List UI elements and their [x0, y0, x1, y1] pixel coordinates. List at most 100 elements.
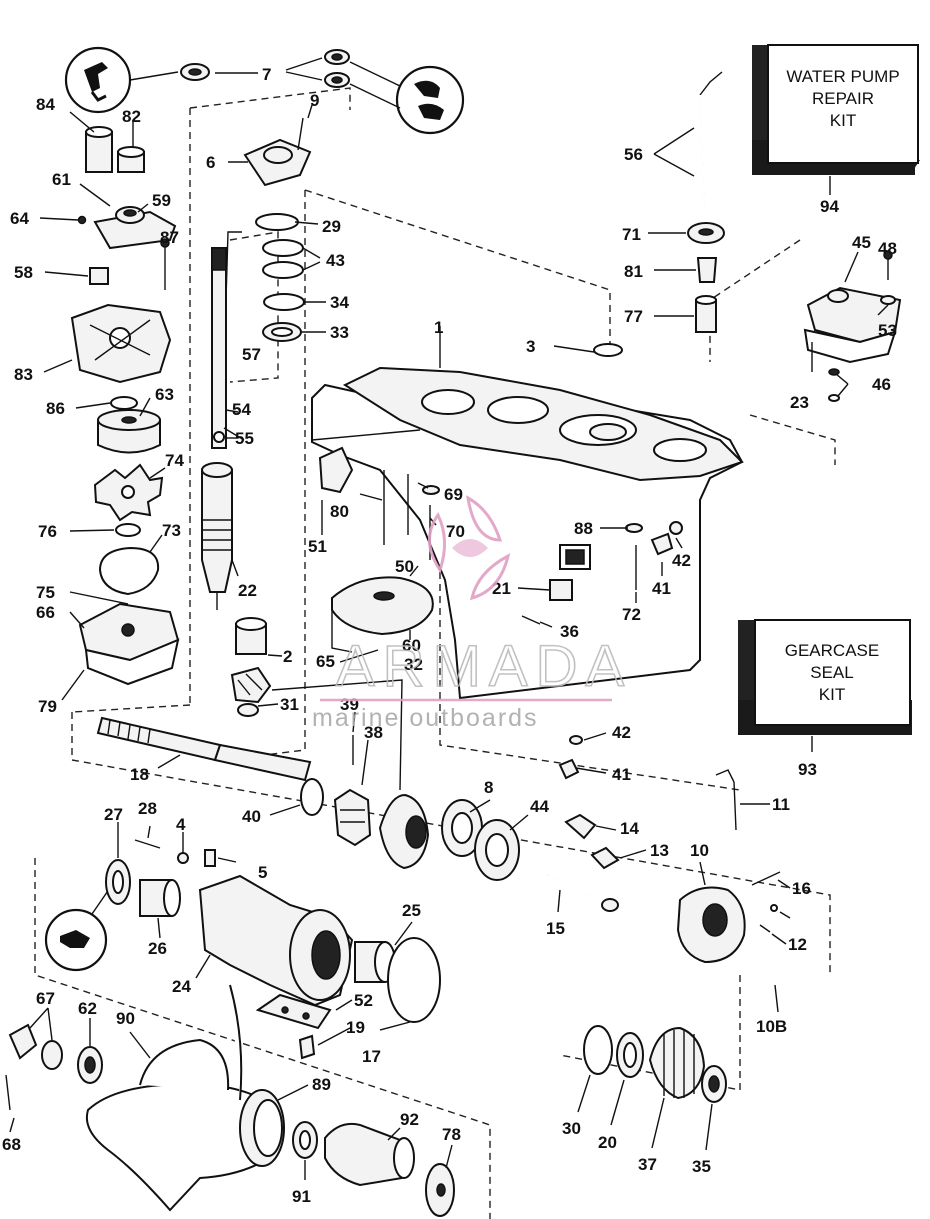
water-pump-kit-line3: KIT [830, 111, 856, 130]
callout-83: 83 [14, 365, 33, 384]
part-78-thrust-washer [425, 1163, 455, 1217]
callout-80: 80 [330, 502, 349, 521]
callout-34: 34 [330, 293, 349, 312]
part-83-pump-base [70, 303, 172, 384]
part-29-o-ring [255, 213, 299, 231]
part-51-anode [318, 446, 354, 494]
part-40-clutch-dog-spring [300, 778, 324, 816]
part-38-clutch-dog [333, 788, 372, 847]
water-pump-kit-box: WATER PUMP REPAIR KIT 94 [752, 44, 920, 216]
part-45-53-23-cover-assembly [803, 250, 902, 364]
part-61-59-pump-housing-top [93, 206, 177, 250]
callout-91: 91 [292, 1187, 311, 1206]
callout-84: 84 [36, 95, 55, 114]
callout-30: 30 [562, 1119, 581, 1138]
part-14-13-shift-parts [564, 813, 620, 870]
callout-18: 18 [130, 765, 149, 784]
part-17-o-ring [387, 937, 441, 1023]
gearcase-seal-kit-box: GEARCASE SEAL KIT 93 [738, 619, 912, 779]
callout-10B: 10B [756, 1017, 787, 1036]
armada-watermark: ARMADA marine outboards [312, 495, 625, 732]
callout-73: 73 [162, 521, 181, 540]
callout-92: 92 [400, 1110, 419, 1129]
part-80-70-72-bolts [383, 470, 643, 590]
part-54-55-pin-and-clip [213, 427, 245, 443]
part-8-44-thrust-washers [441, 799, 520, 881]
callout-72: 72 [622, 605, 641, 624]
callout-57: 57 [242, 345, 261, 364]
callout-71: 71 [622, 225, 641, 244]
callout-65: 65 [316, 652, 335, 671]
callout-1: 1 [434, 318, 443, 337]
callout-3: 3 [526, 337, 535, 356]
callout-42-upper: 42 [672, 551, 691, 570]
callout-56: 56 [624, 145, 643, 164]
callout-28: 28 [138, 799, 157, 818]
callout-62: 62 [78, 999, 97, 1018]
part-16-49-12-10B-pins [751, 871, 781, 1013]
callout-78: 78 [442, 1125, 461, 1144]
callout-61: 61 [52, 170, 71, 189]
callout-45: 45 [852, 233, 871, 252]
water-pump-kit-line2: REPAIR [812, 89, 874, 108]
callout-55: 55 [235, 429, 254, 448]
part-18-propeller-shaft [96, 716, 312, 782]
part-62-spacer [77, 1046, 103, 1084]
callout-31: 31 [280, 695, 299, 714]
part-27-seal [105, 859, 131, 905]
part-15-shift-shaft [547, 874, 619, 912]
part-57-driveshaft [211, 231, 242, 449]
callout-25: 25 [402, 901, 421, 920]
callout-12: 12 [788, 935, 807, 954]
callout-2: 2 [283, 647, 292, 666]
callout-labels: 7 9 6 29 43 34 33 57 54 55 22 2 31 84 82… [2, 65, 897, 1206]
callout-33: 33 [330, 323, 349, 342]
callout-36: 36 [560, 622, 579, 641]
part-37-reverse-gear [648, 1026, 706, 1100]
callout-27: 27 [104, 805, 123, 824]
callout-5: 5 [258, 863, 267, 882]
callout-82: 82 [122, 107, 141, 126]
callout-44: 44 [530, 797, 549, 816]
part-76-o-ring [115, 523, 141, 537]
part-82-seal [117, 146, 145, 173]
part-67-nut [8, 1023, 63, 1070]
callout-24: 24 [172, 977, 191, 996]
water-pump-kit-line1: WATER PUMP [786, 67, 899, 86]
part-26-bearing [139, 879, 181, 917]
callout-64: 64 [10, 209, 29, 228]
callout-14: 14 [620, 819, 639, 838]
callout-70: 70 [446, 522, 465, 541]
callout-37: 37 [638, 1155, 657, 1174]
callout-4: 4 [176, 815, 186, 834]
part-6-bearing-housing [243, 117, 312, 187]
callout-75: 75 [36, 583, 55, 602]
callout-26: 26 [148, 939, 167, 958]
callout-48: 48 [878, 239, 897, 258]
callout-40: 40 [242, 807, 261, 826]
forward-gear [378, 793, 430, 870]
part-68-cotter-pin [5, 1074, 11, 1111]
callout-59: 59 [152, 191, 171, 210]
part-74-impeller [93, 463, 164, 522]
callout-8: 8 [484, 778, 493, 797]
gearcase-seal-kit-part-number: 93 [798, 760, 817, 779]
callout-15: 15 [546, 919, 565, 938]
callout-58: 58 [14, 263, 33, 282]
callout-87: 87 [160, 228, 179, 247]
callout-66: 66 [36, 603, 55, 622]
callout-43: 43 [326, 251, 345, 270]
part-81-seal [696, 257, 718, 283]
lubricant-symbol-circle-top-right [349, 61, 465, 135]
callout-38: 38 [364, 723, 383, 742]
callout-11: 11 [772, 795, 790, 814]
callout-13: 13 [650, 841, 669, 860]
part-4-5-small-parts [177, 849, 216, 867]
part-30-thrust-washer [583, 1025, 613, 1075]
callout-42-lower: 42 [612, 723, 631, 742]
lubricant-symbol-circle-bottom-left [44, 884, 113, 972]
part-56-water-tube [699, 71, 723, 211]
callout-89: 89 [312, 1075, 331, 1094]
callout-63: 63 [155, 385, 174, 404]
part-11-shift-rod [715, 769, 737, 831]
